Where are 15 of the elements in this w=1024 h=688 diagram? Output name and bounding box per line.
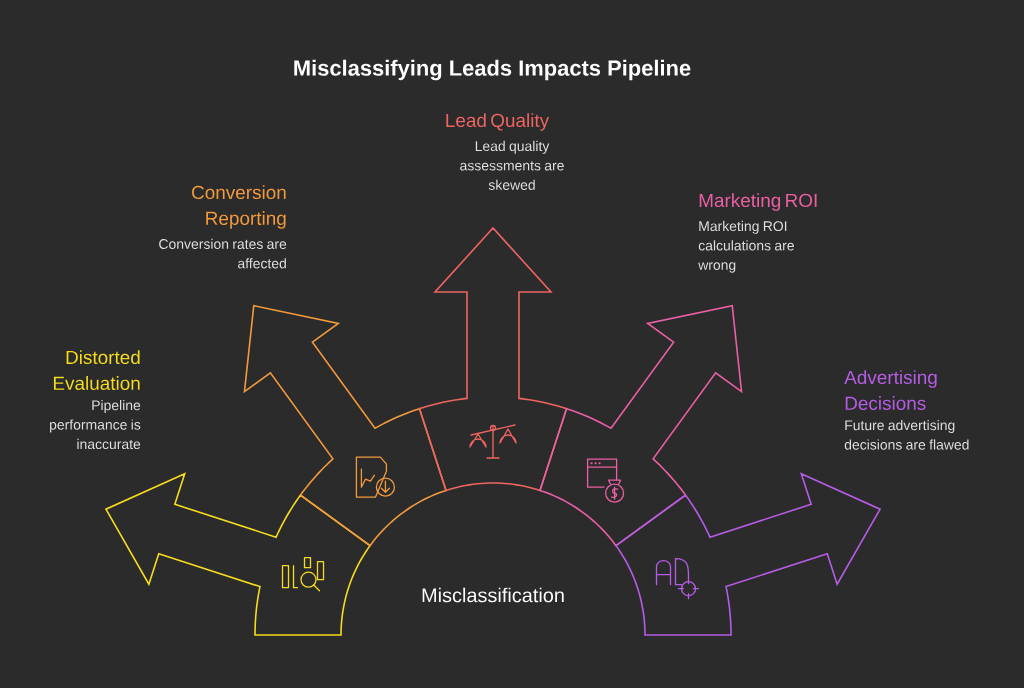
title: Misclassifying Leads Impacts Pipeline <box>294 59 691 81</box>
center-label: Misclassification <box>422 587 564 603</box>
arrow-shape <box>538 304 743 547</box>
description: Lead quality assessments are skewed <box>460 140 564 190</box>
description: Marketing ROI calculations are wrong <box>698 220 794 273</box>
arrow-shape <box>418 226 568 492</box>
category-heading: Marketing ROI <box>699 193 817 211</box>
description: Conversion rates are affected <box>159 238 287 269</box>
description: Future advertising decisions are flawed <box>844 420 969 450</box>
description: Pipeline performance is inaccurate <box>50 400 141 450</box>
category-heading: Advertising Decisions <box>844 370 937 410</box>
category-heading: Conversion Reporting <box>192 185 286 229</box>
category-heading: Lead Quality <box>446 113 550 131</box>
category-heading: Distorted Evaluation <box>53 350 140 390</box>
arrow-shape <box>614 472 882 636</box>
